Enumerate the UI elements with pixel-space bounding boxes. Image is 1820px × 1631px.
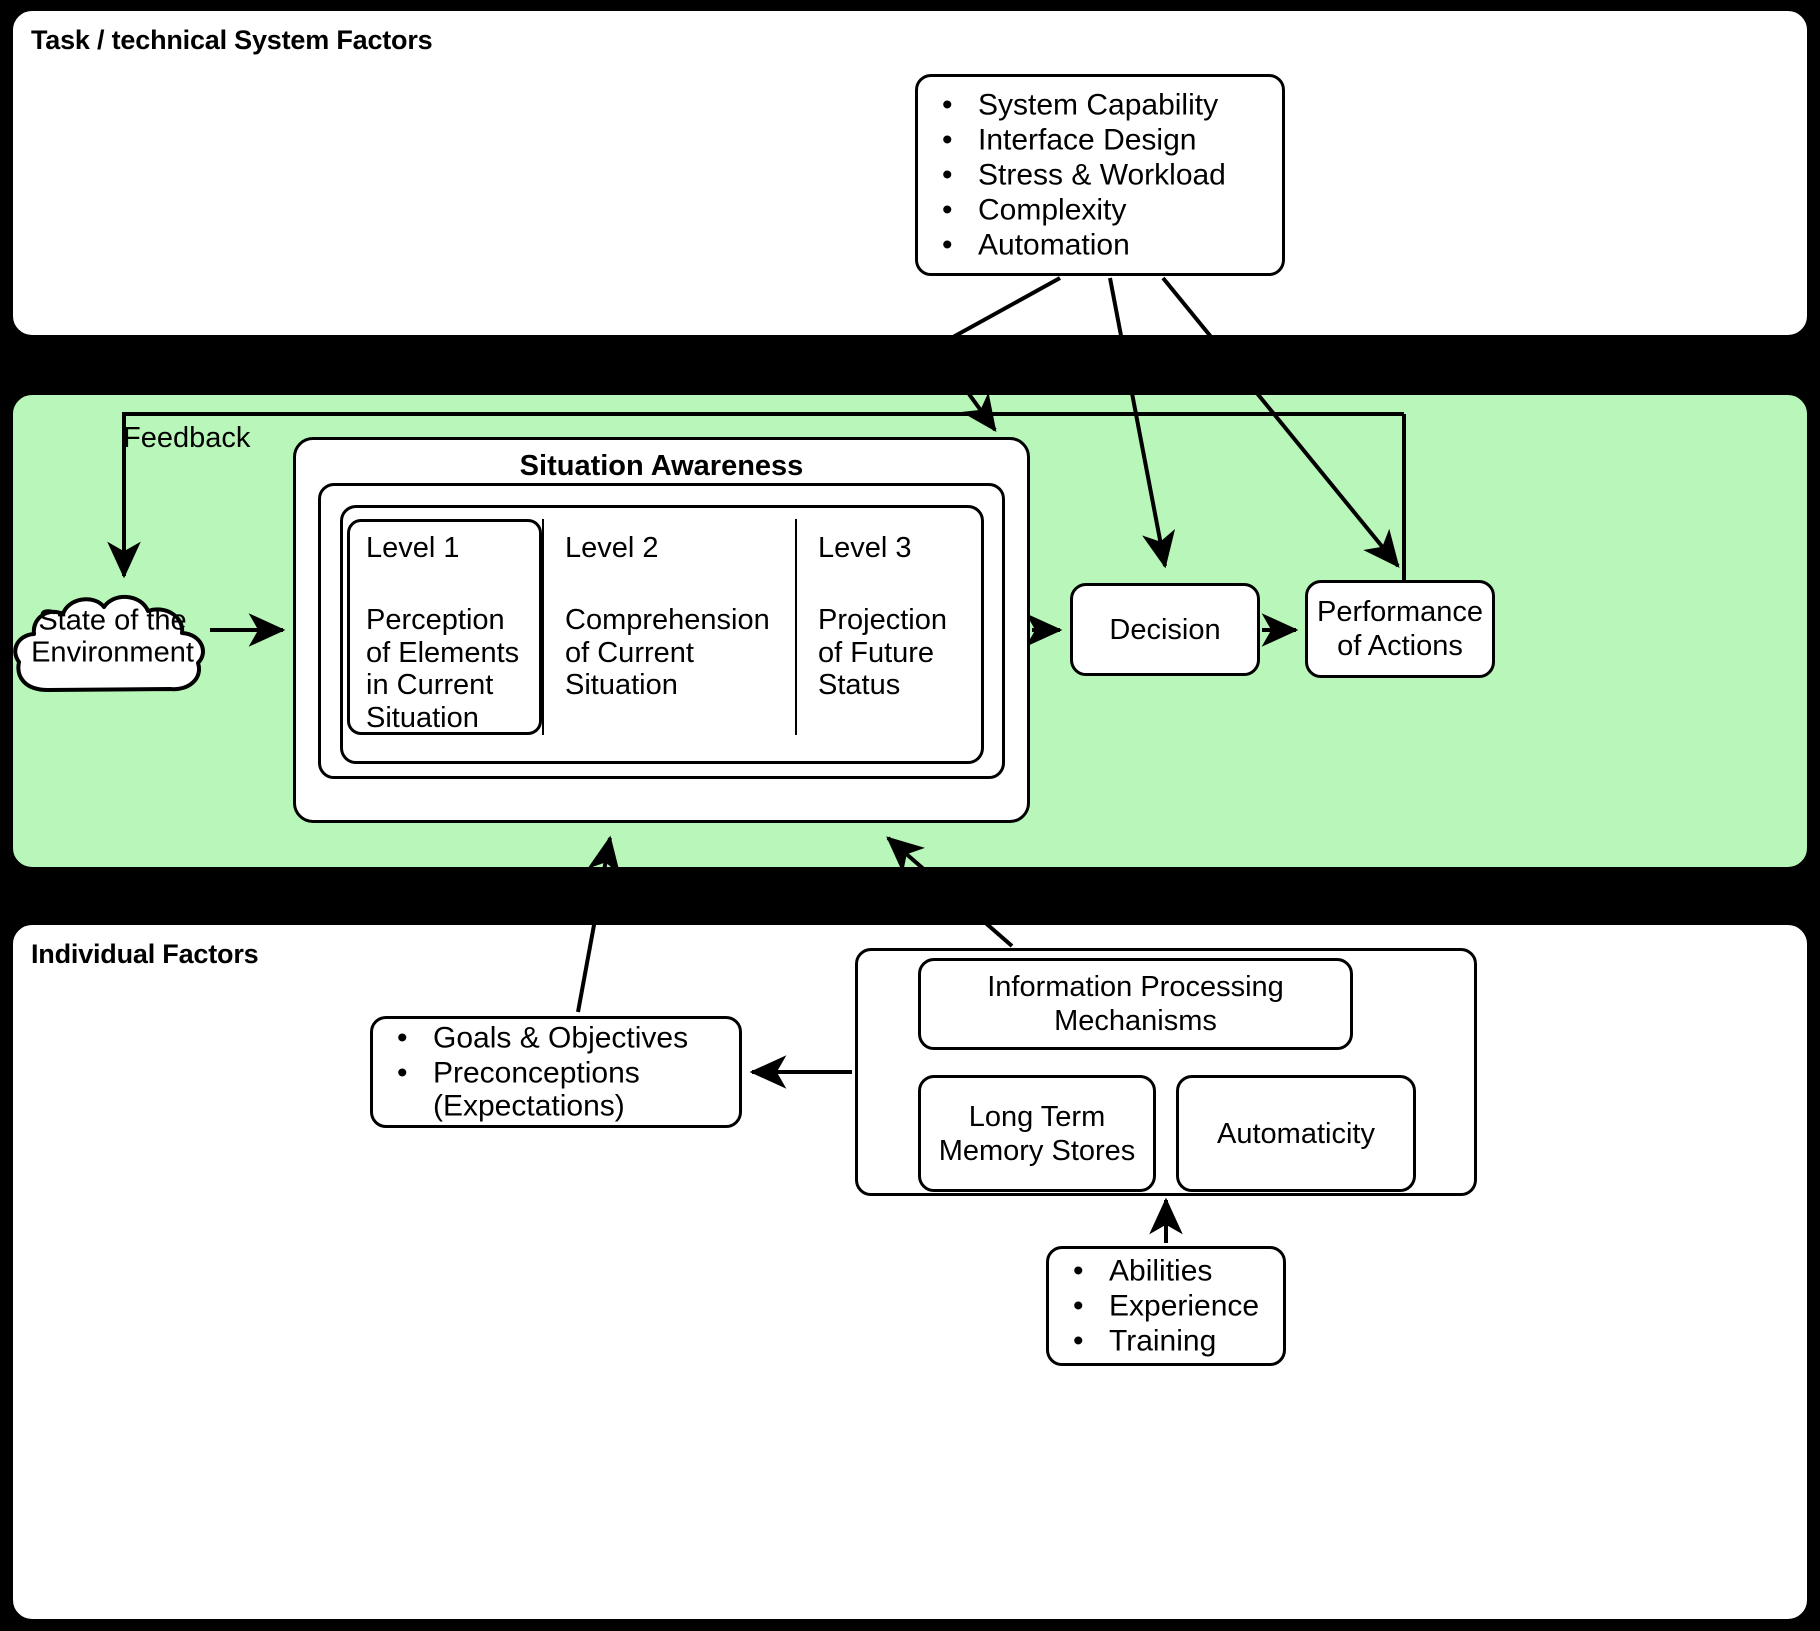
list-item: System Capability [932,89,1272,122]
box-goals-and-preconceptions[interactable]: Goals & Objectives Preconceptions (Expec… [370,1016,742,1128]
box-decision[interactable]: Decision [1070,583,1260,676]
cloud-label: State of the Environment [10,605,215,670]
list-item: Training [1063,1325,1273,1358]
panel-task-system-factors: Task / technical System Factors [10,8,1810,338]
automaticity-label: Automaticity [1217,1117,1375,1150]
situation-awareness-heading: Situation Awareness [519,450,804,482]
level-divider-1 [542,519,544,735]
box-performance-of-actions[interactable]: Performance of Actions [1305,580,1495,678]
list-item: Interface Design [932,124,1272,157]
level-2-body: Comprehension of Current Situation [565,604,770,702]
cloud-line-1: State of the [38,604,187,637]
box-long-term-memory-stores[interactable]: Long Term Memory Stores [918,1075,1156,1192]
performance-line-2: of Actions [1337,630,1463,662]
performance-line-1: Performance [1316,595,1483,628]
level-2-column: Level 2 Comprehension of Current Situati… [565,532,790,702]
list-item: Experience [1063,1290,1273,1323]
abilities-bullet-list: Abilities Experience Training [1063,1253,1273,1360]
list-item: Complexity [932,194,1272,227]
level-3-body: Projection of Future Status [818,604,947,702]
ltm-line-1: Long Term [968,1100,1106,1133]
cloud-line-2: Environment [31,637,194,669]
box-information-processing-mechanisms[interactable]: Information Processing Mechanisms [918,958,1353,1050]
list-item: Goals & Objectives [387,1022,729,1055]
list-item: Abilities [1063,1255,1273,1288]
decision-label: Decision [1109,613,1221,646]
system-factors-bullet-list: System Capability Interface Design Stres… [932,87,1272,264]
level-3-column: Level 3 Projection of Future Status [818,532,988,702]
box-level-1-highlight[interactable] [347,519,542,735]
ltm-label: Long Term Memory Stores [921,1099,1153,1167]
box-automaticity[interactable]: Automaticity [1176,1075,1416,1192]
goals-bullet-list: Goals & Objectives Preconceptions (Expec… [387,1020,729,1125]
list-item: Stress & Workload [932,159,1272,192]
ipm-line-1: Information Processing [987,970,1284,1003]
level-1-body: Perception of Elements in Current Situat… [366,604,520,734]
level-1-column: Level 1 Perception of Elements in Curren… [366,532,541,734]
list-item: Preconceptions (Expectations) [387,1057,729,1123]
cloud-icon [13,595,205,692]
ltm-line-2: Memory Stores [938,1134,1136,1167]
feedback-label: Feedback [123,422,251,454]
box-abilities-experience-training[interactable]: Abilities Experience Training [1046,1246,1286,1366]
performance-label: Performance of Actions [1308,595,1492,663]
list-item: Automation [932,229,1272,262]
cloud-state-of-environment[interactable]: State of the Environment [10,578,215,696]
panel-individual-title: Individual Factors [31,939,259,969]
panel-task-title: Task / technical System Factors [31,25,433,55]
level-2-title: Level 2 [565,532,659,564]
level-1-title: Level 1 [366,532,460,564]
level-3-title: Level 3 [818,532,912,564]
level-divider-2 [795,519,797,735]
ipm-label: Information Processing Mechanisms [921,970,1350,1038]
box-system-capability-factors[interactable]: System Capability Interface Design Stres… [915,74,1285,276]
ipm-line-2: Mechanisms [1054,1005,1217,1037]
